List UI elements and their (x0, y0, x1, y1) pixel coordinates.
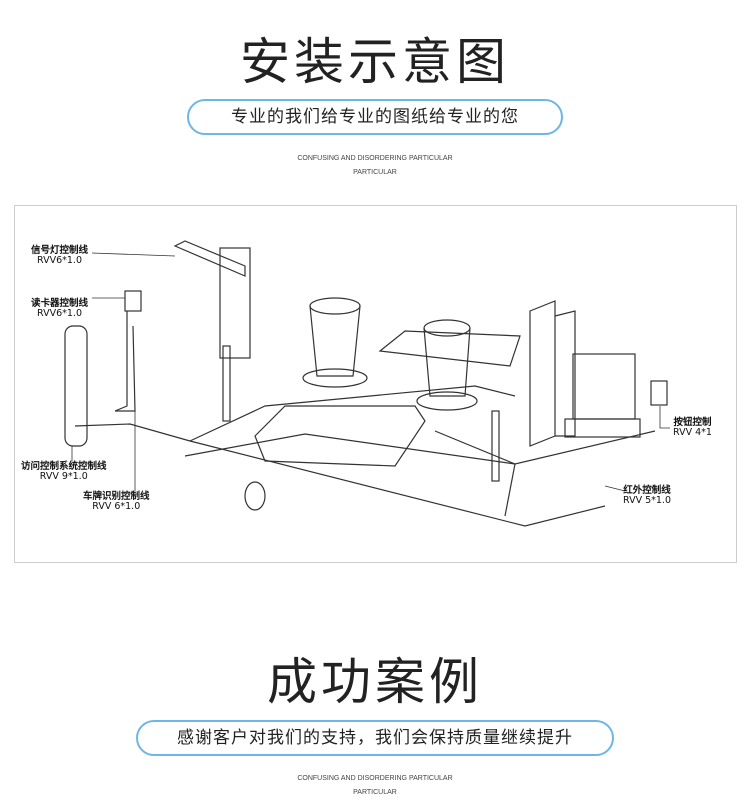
gate-pillar-right (529, 300, 556, 447)
card-reader (124, 290, 142, 312)
gate-pillar-left (219, 247, 251, 359)
english-caption-line1-cases: CONFUSING AND DISORDERING PARTICULAR (297, 775, 453, 782)
section-title-installation: 安装示意图 (240, 33, 510, 91)
access-tower (64, 325, 88, 447)
bollard-2 (416, 319, 478, 411)
installation-drawing (64, 240, 670, 527)
subtitle-pill-cases: 感谢客户对我们的支持，我们会保持质量继续提升 (136, 720, 614, 756)
english-caption-line2-cases: PARTICULAR (353, 789, 397, 796)
control-cabinet (572, 353, 636, 420)
ir-post-left (222, 345, 231, 422)
english-caption-line1: CONFUSING AND DISORDERING PARTICULAR (297, 155, 453, 162)
ir-post-right (491, 410, 500, 482)
remote-control (244, 481, 266, 511)
english-caption-line2: PARTICULAR (353, 169, 397, 176)
bollard-1 (302, 297, 368, 388)
ground-pad (254, 405, 426, 467)
subtitle-pill: 专业的我们给专业的图纸给专业的您 (187, 99, 563, 135)
section-title-cases: 成功案例 (267, 653, 483, 711)
button-box (650, 380, 668, 406)
